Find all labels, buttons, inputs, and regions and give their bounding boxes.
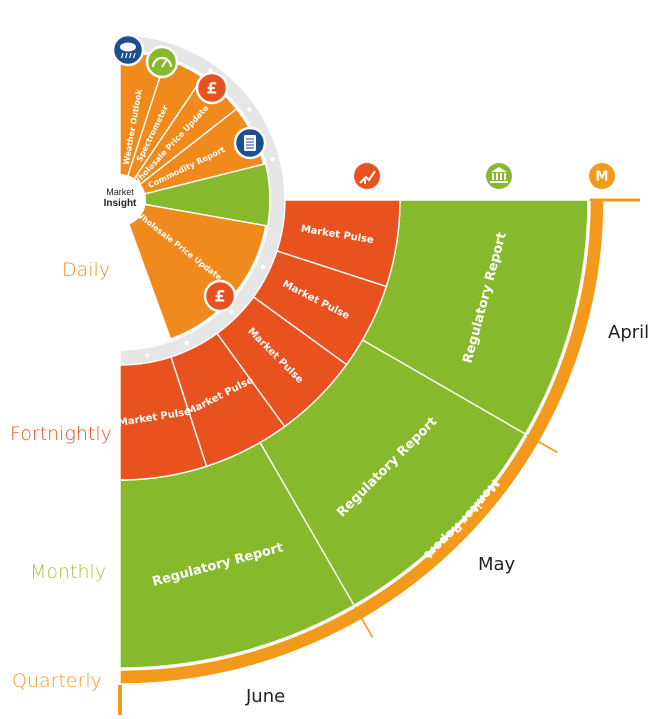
pound-icon (195, 71, 229, 105)
gauge-arc (151, 56, 173, 68)
weather-rain (128, 52, 132, 59)
center-circle (94, 174, 146, 226)
quarterly-tick (526, 434, 558, 454)
ring-dot (260, 264, 266, 269)
ring-dot (145, 353, 150, 358)
bank-pillar (492, 173, 494, 180)
ring-dot (247, 107, 252, 112)
weather-rain (120, 52, 124, 59)
ring-dot (184, 340, 189, 346)
market-insight-bottom: Insight (103, 198, 137, 209)
bank-pillar (504, 173, 506, 180)
month-june-label: June (246, 686, 286, 707)
market-insight-top: Market (106, 187, 134, 197)
frequency-fortnightly-label: Fortnightly (10, 423, 112, 445)
chart-up-icon (354, 163, 380, 189)
gauge-icon (145, 45, 179, 79)
market-insight-center: Market Insight (96, 186, 144, 210)
weather-rain (124, 52, 128, 59)
bank-icon (486, 163, 512, 189)
bank-pillar (500, 173, 502, 180)
ring-dot (270, 156, 275, 162)
monitor-m-icon (589, 163, 615, 189)
gauge-needle (161, 58, 168, 68)
month-may-label: May (478, 554, 516, 575)
weather-rain (132, 52, 136, 59)
insight-ring (119, 34, 286, 366)
ring-dot (208, 68, 213, 73)
month-april-label: April (608, 322, 648, 343)
quarterly-tick (354, 606, 374, 638)
frequency-quarterly-label: Quarterly (12, 670, 102, 692)
diagram-rings (94, 33, 640, 715)
frequency-monthly-label: Monthly (30, 561, 107, 583)
document-page (244, 135, 256, 151)
bank-base (490, 181, 508, 183)
frequency-daily-label: Daily (62, 259, 111, 281)
pound-symbol: £ (206, 79, 217, 98)
monitor-m-letter: M (596, 170, 609, 185)
pound-symbol: £ (214, 287, 225, 306)
chart-up-line (359, 170, 376, 184)
bank-roof (491, 167, 507, 172)
bank-pillar (496, 173, 498, 180)
ring-dot (229, 309, 234, 314)
chart-up-bar (364, 179, 366, 184)
weather-cloud (120, 42, 136, 52)
quarterly-band-start (118, 685, 122, 715)
pound-icon (203, 279, 237, 313)
quarterly-band (119, 199, 605, 685)
